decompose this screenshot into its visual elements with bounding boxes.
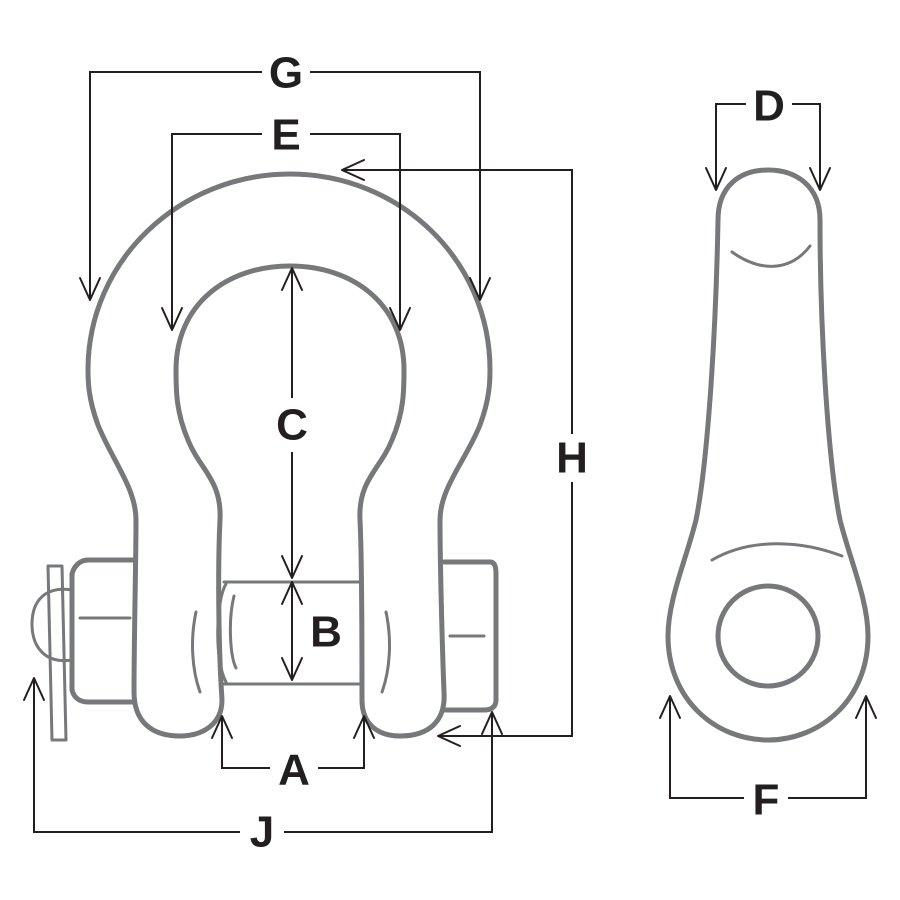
- side-view-top-curve: [730, 244, 812, 268]
- dimension-e: E: [161, 111, 411, 331]
- dimension-f: F: [659, 695, 877, 825]
- label-c: C: [276, 401, 308, 450]
- label-j: J: [250, 808, 274, 857]
- dimension-h: H: [341, 159, 596, 747]
- label-e: E: [271, 111, 300, 160]
- label-f: F: [753, 776, 780, 825]
- dimension-d: D: [705, 82, 831, 191]
- dimension-g: G: [79, 49, 491, 301]
- dimension-lines: G E C B: [23, 49, 877, 857]
- shackle-side-view: [665, 167, 871, 743]
- pin-threaded-end: [441, 559, 499, 713]
- side-view-neck-curve: [710, 542, 844, 562]
- dimension-a: A: [211, 715, 375, 795]
- right-leg-shade: [380, 610, 391, 694]
- left-leg-shade: [191, 610, 202, 694]
- side-view-pin-hole: [715, 583, 821, 689]
- dimension-j: J: [23, 677, 503, 857]
- label-d: D: [753, 82, 785, 131]
- label-a: A: [278, 746, 310, 795]
- side-view-outline: [665, 167, 871, 743]
- cotter-pin: [30, 564, 74, 742]
- shackle-nut: [69, 557, 137, 705]
- shackle-bow-outline: [85, 171, 493, 739]
- label-g: G: [269, 49, 303, 98]
- dimension-c: C: [276, 267, 308, 579]
- label-h: H: [556, 434, 588, 483]
- shackle-front-view: [30, 171, 499, 742]
- dimension-b: B: [281, 581, 342, 681]
- label-b: B: [310, 608, 342, 657]
